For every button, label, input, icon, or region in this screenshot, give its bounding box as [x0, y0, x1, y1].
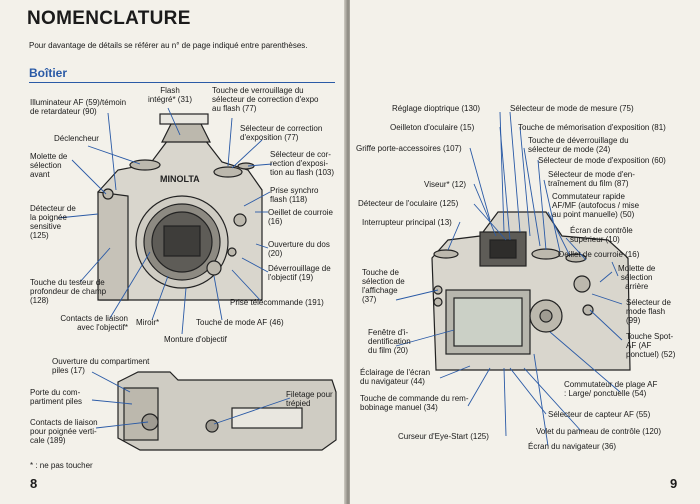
label-mode-lock: Touche de déverrouillage du sélecteur de…: [528, 136, 629, 154]
page-number-right: 9: [670, 476, 678, 491]
camera-bottom-illustration: [117, 371, 337, 451]
intro-text: Pour davantage de détails se référer au …: [29, 41, 308, 50]
label-eyecup: Oeilleton d'oculaire (15): [390, 123, 475, 132]
label-remote-socket: Prise télécommande (191): [230, 298, 324, 307]
label-strap-eyelet-rear: Oeillet de courroie (16): [558, 250, 640, 259]
camera-rear-illustration: [395, 111, 631, 447]
label-front-dial: Molette de sélection avant: [30, 152, 68, 179]
label-grip-contacts: Contacts de liaison pour poignée verti- …: [30, 418, 98, 445]
label-metering-mode: Sélecteur de mode de mesure (75): [510, 104, 634, 113]
label-af-sensor: Sélecteur de capteur AF (55): [548, 410, 651, 419]
label-built-in-flash: Flash intégré* (31): [148, 86, 193, 104]
label-flash-compensation: Sélecteur de cor- rection d'exposi- tion…: [270, 150, 335, 177]
label-eye-start: Curseur d'Eye-Start (125): [398, 432, 489, 441]
brand-logo: MINOLTA: [160, 174, 200, 184]
label-tripod-socket: Filetage pour trépied: [286, 390, 333, 408]
label-display-button: Touche de sélection de l'affichage (37): [362, 268, 405, 304]
label-main-switch: Interrupteur principal (13): [362, 218, 452, 227]
leader-lines-right: [395, 111, 623, 447]
left-page: NOMENCLATURE Pour davantage de détails s…: [0, 0, 346, 504]
label-ae-lock: Touche de mémorisation d'exposition (81): [518, 123, 666, 132]
label-af-mf-switch: Commutateur rapide AF/MF (autofocus / mi…: [552, 192, 640, 219]
label-grip-sensor: Détecteur de la poignée sensitive (125): [30, 204, 76, 240]
leader-lines: [57, 107, 291, 429]
book-gutter: [344, 0, 352, 504]
label-af-illuminator: Illuminateur AF (59)/témoin de retardate…: [30, 98, 127, 116]
label-navigator-display: Écran du navigateur (36): [528, 442, 617, 451]
section-rule: [29, 82, 335, 83]
label-lens-mount: Monture d'objectif: [164, 335, 227, 344]
footnote: * : ne pas toucher: [30, 461, 93, 470]
page-number-left: 8: [30, 476, 38, 491]
label-diopter: Réglage dioptrique (130): [392, 104, 481, 113]
label-flash-mode: Sélecteur de mode flash (99): [626, 298, 671, 325]
page-title: NOMENCLATURE: [27, 8, 191, 29]
label-film-window: Fenêtre d'i- dentification du film (20): [368, 328, 411, 355]
label-spot-af: Touche Spot- AF (AF ponctuel) (52): [626, 332, 676, 359]
label-top-lcd: Écran de contrôle supérieur (10): [570, 226, 633, 244]
label-sync-socket: Prise synchro flash (118): [270, 186, 319, 204]
label-eyepiece-sensor: Détecteur de l'oculaire (125): [358, 199, 459, 208]
label-battery-cover: Porte du com- partiment piles: [30, 388, 83, 406]
label-battery-compartment: Ouverture du compartiment piles (17): [52, 357, 150, 375]
label-dof-preview: Touche du testeur de profondeur de champ…: [30, 278, 107, 305]
label-drive-mode: Sélecteur de mode d'en- traînement du fi…: [548, 170, 635, 188]
label-exposure-compensation: Sélecteur de correction d'exposition (77…: [240, 124, 323, 142]
label-af-area-switch: Commutateur de plage AF : Large/ ponctue…: [564, 380, 658, 398]
label-back-opening: Ouverture du dos (20): [268, 240, 330, 258]
label-panel-cover: Volet du panneau de contrôle (120): [536, 427, 661, 436]
label-exposure-mode: Sélecteur de mode d'exposition (60): [538, 156, 666, 165]
label-compensation-lock: Touche de verrouillage du sélecteur de c…: [212, 86, 319, 113]
label-navigator-light: Éclairage de l'écran du navigateur (44): [360, 368, 431, 386]
label-accessory-shoe: Griffe porte-accessoires (107): [356, 144, 462, 153]
camera-front-illustration: MINOLTA: [57, 107, 337, 451]
label-af-mode-button: Touche de mode AF (46): [196, 318, 284, 327]
right-page: Réglage dioptrique (130) Sélecteur de mo…: [350, 0, 700, 504]
section-heading: Boîtier: [29, 66, 68, 80]
label-manual-rewind: Touche de commande du rem- bobinage manu…: [360, 394, 469, 412]
label-rear-dial: Molette de sélection arrière: [618, 264, 656, 291]
label-lens-release: Déverrouillage de l'objectif (19): [268, 264, 331, 282]
label-mirror: Miroir*: [136, 318, 160, 327]
label-viewfinder: Viseur* (12): [424, 180, 467, 189]
label-strap-eyelet: Oeillet de courroie (16): [268, 208, 333, 226]
label-lens-contacts: Contacts de liaison avec l'objectif*: [60, 314, 128, 332]
label-shutter-button: Déclencheur: [54, 134, 99, 143]
